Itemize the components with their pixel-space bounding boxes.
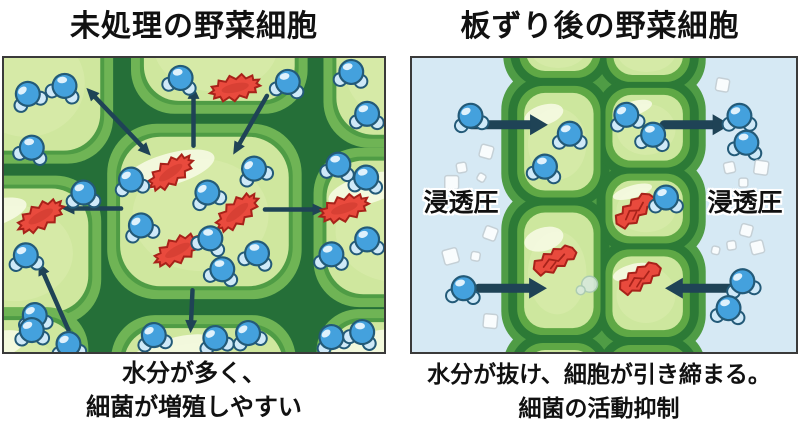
water-molecule-icon xyxy=(727,129,763,161)
salt-crystal-icon xyxy=(482,225,499,242)
water-molecule-icon xyxy=(453,102,490,134)
salt-crystal-icon xyxy=(726,239,737,251)
water-molecule-icon xyxy=(190,225,226,258)
untreated-cells-panel xyxy=(2,56,386,354)
salt-crystal-icon xyxy=(710,245,721,256)
water-molecule-icon xyxy=(347,164,384,195)
plant-cell xyxy=(519,58,601,78)
cell-gloss xyxy=(612,183,653,200)
flow-arrow-icon xyxy=(233,93,270,155)
bacteria-icon xyxy=(207,72,263,103)
water-molecule-icon xyxy=(648,184,684,214)
flow-arrow-icon xyxy=(185,287,198,334)
flow-arrow-icon xyxy=(262,203,326,216)
water-molecule-icon xyxy=(137,322,173,352)
water-molecule-icon xyxy=(721,102,758,132)
flow-arrow-icon xyxy=(86,87,151,156)
water-molecule-icon xyxy=(125,212,161,244)
salt-crystal-icon xyxy=(738,177,749,188)
water-molecule-icon xyxy=(8,242,45,272)
left-panel-caption: 水分が多く、 細菌が増殖しやすい xyxy=(0,357,388,425)
salt-crystal-icon xyxy=(469,250,482,262)
salt-crystal-icon xyxy=(714,77,731,93)
flow-arrow-icon xyxy=(659,114,731,136)
shriveled-bacteria-icon xyxy=(619,261,662,297)
bacteria-icon xyxy=(16,197,67,235)
water-molecule-icon xyxy=(445,275,481,306)
water-molecule-icon xyxy=(268,68,305,100)
bubble-icon xyxy=(580,275,599,293)
water-molecule-icon xyxy=(342,319,377,351)
salt-crystal-icon xyxy=(753,159,770,176)
salt-crystal-icon xyxy=(749,239,766,256)
bacteria-icon xyxy=(317,192,372,225)
osmotic-pressure-label-left: 浸透圧 xyxy=(423,189,499,217)
untreated-cells-illustration xyxy=(4,58,384,352)
water-molecule-icon xyxy=(709,295,746,326)
salt-crystal-icon xyxy=(738,222,754,238)
salt-crystal-icon xyxy=(441,246,460,266)
water-molecule-icon xyxy=(202,256,239,288)
caption-line: 細菌の活動抑制 xyxy=(518,395,680,421)
caption-line: 細菌が増殖しやすい xyxy=(86,394,302,421)
plant-cell xyxy=(524,343,596,352)
cell-gloss xyxy=(4,330,27,352)
water-molecule-icon xyxy=(65,179,102,209)
left-panel-title: 未処理の野菜細胞 xyxy=(70,10,318,43)
water-molecule-icon xyxy=(610,101,646,133)
salt-crystal-icon xyxy=(722,160,737,175)
cell-gloss xyxy=(524,226,564,252)
salt-crystal-icon xyxy=(482,313,499,330)
water-molecule-icon xyxy=(525,153,562,185)
bacteria-icon xyxy=(152,232,204,269)
caption-line: 水分が抜け、細胞が引き締まる。 xyxy=(427,361,771,387)
water-molecule-icon xyxy=(51,330,88,352)
water-molecule-icon xyxy=(726,268,762,299)
water-molecule-icon xyxy=(349,226,384,256)
cell-gloss xyxy=(618,58,675,73)
salt-crystal-icon xyxy=(476,172,487,183)
treated-cells-panel xyxy=(410,56,798,354)
water-molecule-icon xyxy=(634,121,670,153)
salt-crystal-icon xyxy=(444,174,460,191)
plant-cell xyxy=(613,345,683,352)
cell-gloss xyxy=(4,197,27,232)
water-molecule-icon xyxy=(348,100,384,131)
osmotic-pressure-label-right: 浸透圧 xyxy=(707,189,783,217)
water-molecule-icon xyxy=(316,323,352,352)
flow-arrow-icon xyxy=(665,277,735,299)
water-molecule-icon xyxy=(313,241,349,271)
flow-arrow-icon xyxy=(474,277,547,299)
water-molecule-icon xyxy=(332,58,369,89)
water-molecule-icon xyxy=(199,324,235,352)
cell-gloss xyxy=(127,334,213,352)
right-panel-caption: 水分が抜け、細胞が引き締まる。 細菌の活動抑制 xyxy=(398,357,800,425)
water-molecule-icon xyxy=(551,120,588,150)
treated-cells-illustration xyxy=(412,58,796,352)
salt-crystal-icon xyxy=(455,161,468,174)
shriveled-bacteria-icon xyxy=(532,244,578,277)
cell-gloss xyxy=(533,58,584,69)
plant-cell xyxy=(606,58,690,82)
caption-line: 水分が多く、 xyxy=(122,360,266,387)
plant-cell xyxy=(517,205,601,336)
water-molecule-icon xyxy=(232,320,268,352)
bubble-icon xyxy=(575,284,586,296)
water-molecule-icon xyxy=(44,72,80,105)
right-panel-title: 板ずり後の野菜細胞 xyxy=(460,10,740,43)
water-molecule-icon xyxy=(161,64,197,96)
shriveled-bacteria-icon xyxy=(614,192,656,230)
water-molecule-icon xyxy=(13,80,48,113)
water-molecule-icon xyxy=(239,155,275,188)
water-molecule-icon xyxy=(14,317,51,347)
salt-crystal-icon xyxy=(478,143,495,160)
water-molecule-icon xyxy=(192,179,228,212)
water-molecule-icon xyxy=(237,240,273,272)
water-molecule-icon xyxy=(114,166,151,198)
water-molecule-icon xyxy=(12,134,48,166)
water-molecule-icon xyxy=(319,151,355,183)
